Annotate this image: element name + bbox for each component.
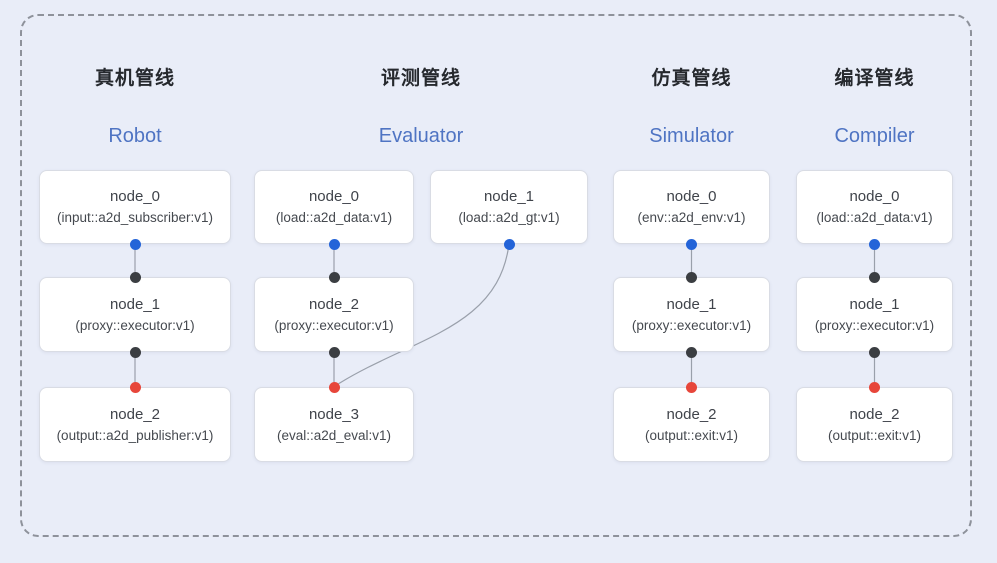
output-port-blue[interactable] [686,238,697,250]
sink-port-red[interactable] [129,381,141,393]
node-title: node_2 [666,405,717,423]
sink-port-red[interactable] [686,381,697,393]
node-box-simulator-node2[interactable]: node_2 (output::exit:v1) [613,387,770,462]
node-subtitle: (env::a2d_env:v1) [637,210,746,225]
node-box-evaluator-node2[interactable]: node_2 (proxy::executor:v1) [254,277,414,352]
node-box-simulator-node0[interactable]: node_0 (env::a2d_env:v1) [613,170,770,244]
node-title: node_2 [109,405,161,423]
node-subtitle: (load::a2d_data:v1) [816,210,933,225]
input-port-dark[interactable] [129,271,141,283]
pipeline-title-en-compiler: Compiler [834,125,915,147]
output-port-blue[interactable] [129,238,141,250]
node-subtitle: (proxy::executor:v1) [631,317,752,333]
pipeline-title-en-evaluator: Evaluator [378,125,464,147]
output-port-dark[interactable] [129,346,141,358]
input-port-dark[interactable] [686,271,697,283]
node-subtitle: (proxy::executor:v1) [274,317,394,333]
pipeline-title-zh-robot: 真机管线 [94,68,175,89]
node-title: node_0 [849,188,900,205]
node-title: node_1 [849,295,900,313]
node-box-robot-node2[interactable]: node_2 (output::a2d_publisher:v1) [39,387,231,462]
sink-port-red[interactable] [328,381,340,393]
node-box-compiler-node1[interactable]: node_1 (proxy::executor:v1) [796,277,953,352]
node-title: node_1 [109,295,161,313]
node-title: node_0 [109,188,161,205]
node-box-evaluator-node0[interactable]: node_0 (load::a2d_data:v1) [254,170,414,244]
pipeline-title-en-simulator: Simulator [649,125,734,147]
node-subtitle: (output::exit:v1) [644,427,739,443]
output-port-dark[interactable] [328,346,340,358]
node-subtitle: (load::a2d_data:v1) [275,210,393,225]
node-title: node_1 [483,188,535,205]
output-port-blue[interactable] [869,238,880,250]
pipeline-title-zh-evaluator: 评测管线 [380,68,461,89]
node-box-compiler-node0[interactable]: node_0 (load::a2d_data:v1) [796,170,953,244]
node-title: node_3 [308,405,360,423]
node-title: node_2 [308,295,360,313]
pipeline-title-zh-compiler: 编译管线 [834,68,915,89]
node-box-compiler-node2[interactable]: node_2 (output::exit:v1) [796,387,953,462]
diagram-dashed-border [20,14,972,537]
node-box-evaluator-node1[interactable]: node_1 (load::a2d_gt:v1) [430,170,588,244]
node-title: node_2 [849,405,900,423]
output-port-dark[interactable] [686,346,697,358]
node-box-simulator-node1[interactable]: node_1 (proxy::executor:v1) [613,277,770,352]
node-title: node_0 [308,188,360,205]
sink-port-red[interactable] [869,381,880,393]
node-subtitle: (input::a2d_subscriber:v1) [56,210,214,225]
node-subtitle: (output::exit:v1) [827,427,922,443]
wire-curve-gt-to-eval [334,243,510,387]
node-title: node_1 [666,295,717,313]
node-box-evaluator-node3[interactable]: node_3 (eval::a2d_eval:v1) [254,387,414,462]
input-port-dark[interactable] [869,271,880,283]
pipeline-title-zh-simulator: 仿真管线 [651,68,732,89]
output-port-blue[interactable] [503,238,515,250]
node-box-robot-node0[interactable]: node_0 (input::a2d_subscriber:v1) [39,170,231,244]
node-subtitle: (eval::a2d_eval:v1) [276,427,392,443]
node-subtitle: (proxy::executor:v1) [814,317,935,333]
node-title: node_0 [666,188,717,205]
node-subtitle: (load::a2d_gt:v1) [458,210,560,225]
input-port-dark[interactable] [328,271,340,283]
node-subtitle: (proxy::executor:v1) [75,317,195,333]
output-port-dark[interactable] [869,346,880,358]
node-box-robot-node1[interactable]: node_1 (proxy::executor:v1) [39,277,231,352]
output-port-blue[interactable] [328,238,340,250]
node-subtitle: (output::a2d_publisher:v1) [56,427,214,443]
pipeline-title-en-robot: Robot [108,125,162,147]
